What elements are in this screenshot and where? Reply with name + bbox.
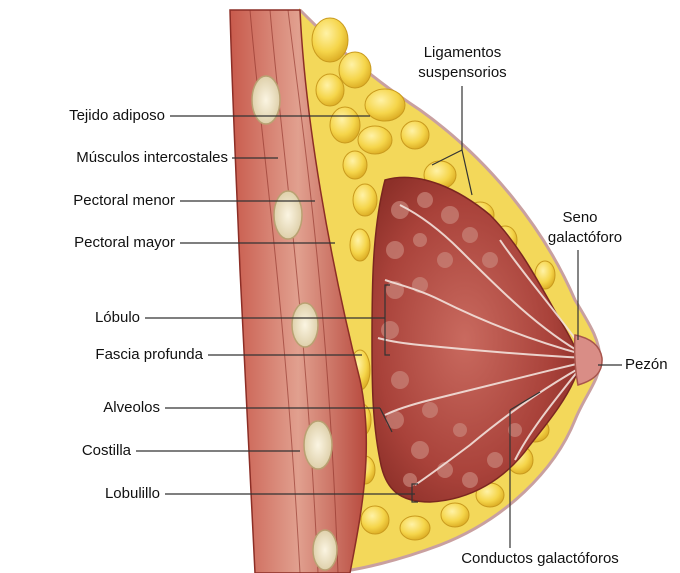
label-pectoral-mayor: Pectoral mayor [40, 234, 175, 252]
label-conductos-galactoforos: Conductos galactóforos [420, 550, 660, 568]
label-musculos-intercostales: Músculos intercostales [8, 149, 228, 167]
label-seno-galactoforo-line2: galactóforo [535, 229, 635, 247]
label-pezon: Pezón [625, 356, 680, 374]
label-tejido-adiposo: Tejido adiposo [40, 107, 165, 125]
label-alveolos: Alveolos [60, 399, 160, 417]
label-ligamentos-suspensorios-line1: Ligamentos [400, 44, 525, 62]
label-lobulo: Lóbulo [60, 309, 140, 327]
label-pectoral-menor: Pectoral menor [40, 192, 175, 210]
label-fascia-profunda: Fascia profunda [40, 346, 203, 364]
label-ligamentos-suspensorios-line2: suspensorios [400, 64, 525, 82]
label-costilla: Costilla [40, 442, 131, 460]
label-lobulillo: Lobulillo [40, 485, 160, 503]
label-seno-galactoforo-line1: Seno [540, 209, 620, 227]
